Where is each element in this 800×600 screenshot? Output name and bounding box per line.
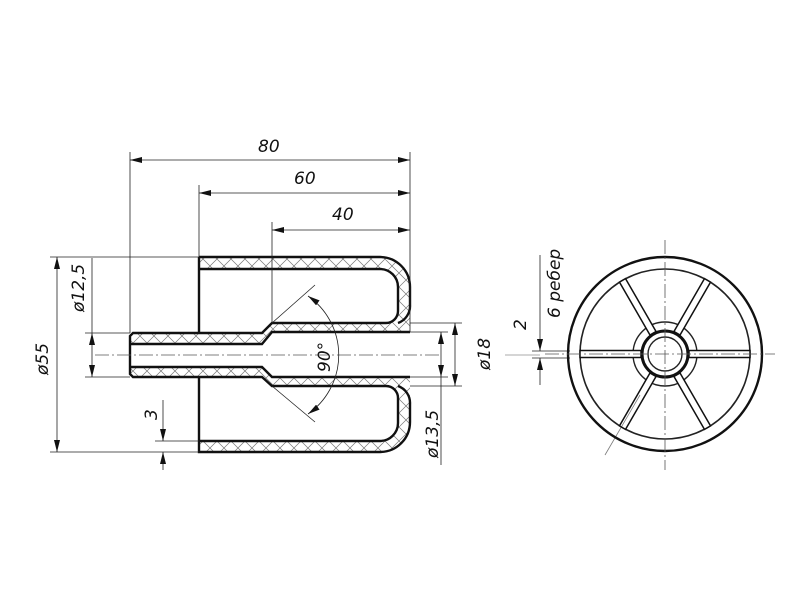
angle-90-label: 90° (315, 342, 335, 372)
rib (688, 349, 751, 359)
angle-arc-90 (307, 295, 340, 415)
dim-12-5-label: ø12,5 (69, 264, 89, 313)
rib (672, 277, 712, 336)
dim-2-label: 2 (511, 319, 531, 330)
front-view (545, 240, 775, 470)
dim-40-label: 40 (332, 205, 354, 225)
dim-80-label: 80 (258, 137, 280, 157)
dimensions: 80 60 40 ø55 ø12,5 3 90° ø18 ø13,5 (33, 137, 570, 470)
bottom-cavity (199, 377, 398, 441)
rib (618, 277, 658, 336)
center-bore (130, 332, 412, 377)
section-view (95, 255, 440, 454)
dim-13-5-label: ø13,5 (423, 410, 443, 459)
dim-3-label: 3 (142, 409, 162, 420)
ribs-note-label: 6 ребер (545, 249, 565, 318)
bore-contour (130, 330, 410, 379)
top-cavity (199, 269, 398, 333)
dim-55-label: ø55 (33, 343, 53, 376)
dim-18-label: ø18 (475, 338, 495, 371)
dim-60-label: 60 (294, 169, 316, 189)
rib (672, 372, 712, 431)
